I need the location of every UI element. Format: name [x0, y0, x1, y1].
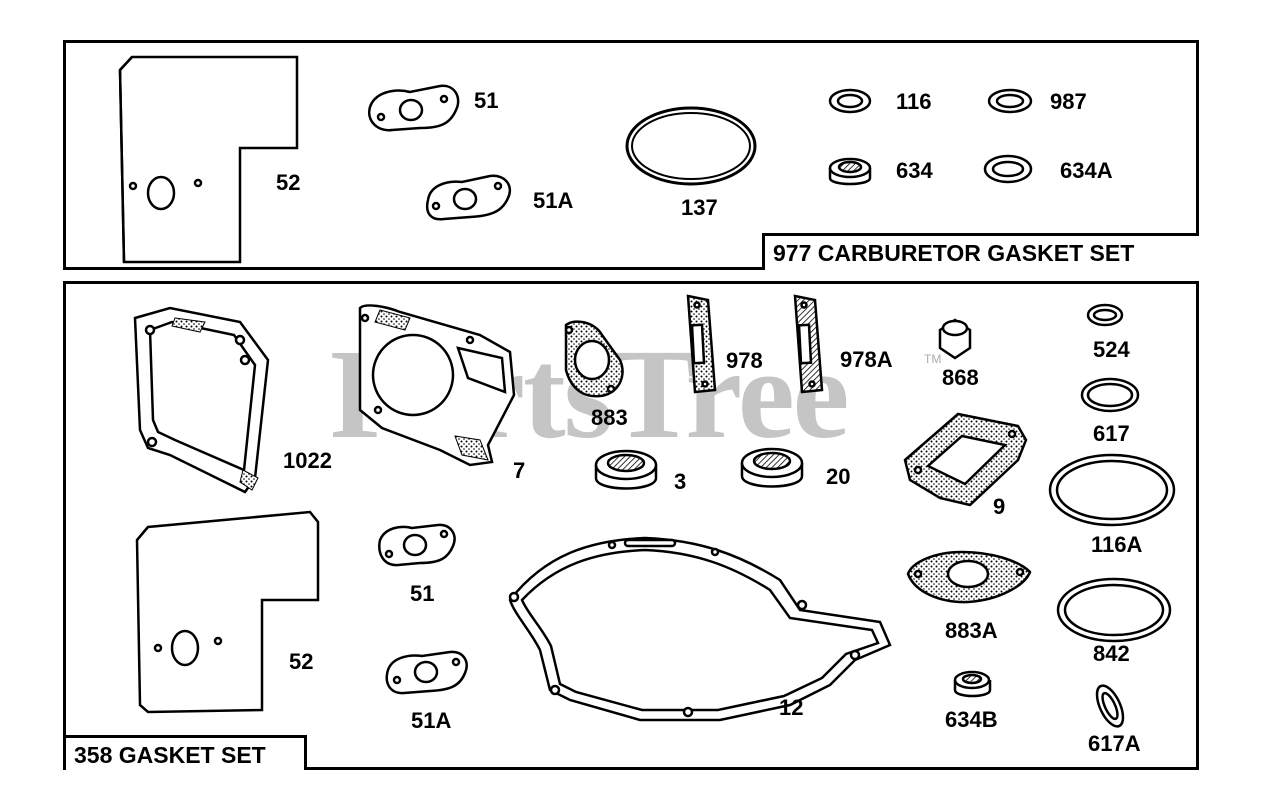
callout-51a: 51A	[533, 188, 574, 213]
callout-3: 3	[674, 469, 687, 494]
part-51a-gasket	[426, 174, 512, 221]
callout-842: 842	[1093, 641, 1130, 666]
part-51a-gasket-lower	[385, 650, 468, 695]
part-116a-oring	[1048, 453, 1176, 527]
callout-9: 9	[993, 494, 1006, 519]
part-116-washer	[828, 88, 872, 114]
part-617a-washer	[1095, 684, 1125, 728]
callout-978a: 978A	[840, 347, 893, 372]
kit-label-358: 358 GASKET SET	[63, 735, 307, 770]
callout-1022: 1022	[283, 448, 332, 473]
callout-137: 137	[681, 195, 718, 220]
gasket-set-panel	[63, 281, 1199, 770]
callout-617a: 617A	[1088, 731, 1141, 756]
part-883a-gasket	[906, 550, 1032, 604]
callout-51-lower: 51	[410, 581, 435, 606]
callout-634b: 634B	[945, 707, 998, 732]
part-634b-seal	[953, 670, 992, 698]
part-524-washer	[1086, 303, 1124, 327]
part-634-seal	[828, 157, 872, 186]
callout-883a: 883A	[945, 618, 998, 643]
callout-116a: 116A	[1091, 532, 1143, 557]
callout-524: 524	[1093, 337, 1130, 362]
callout-978: 978	[726, 348, 763, 373]
callout-20: 20	[826, 464, 851, 489]
part-7-head-gasket	[358, 304, 516, 467]
part-52-spacer-lower	[135, 510, 320, 714]
part-3-seal	[594, 449, 658, 490]
part-842-oring	[1056, 577, 1172, 643]
part-883-gasket	[564, 320, 624, 398]
part-20-seal	[740, 447, 804, 488]
callout-51: 51	[474, 88, 499, 113]
callout-51a-lower: 51A	[411, 708, 452, 733]
part-634a-washer	[983, 154, 1033, 184]
callout-868: 868	[942, 365, 979, 390]
part-51-gasket-lower	[378, 523, 456, 567]
part-9-gasket	[903, 412, 1028, 507]
part-1022-gasket	[133, 306, 270, 494]
callout-52-lower: 52	[289, 649, 314, 674]
part-987-washer	[987, 88, 1033, 114]
part-12-crankcase-gasket	[508, 536, 892, 722]
carburetor-gasket-panel	[63, 40, 1199, 270]
part-617-oring	[1080, 377, 1140, 413]
part-52-spacer	[118, 55, 299, 264]
callout-617: 617	[1093, 421, 1130, 446]
callout-883: 883	[591, 405, 628, 430]
callout-987: 987	[1050, 89, 1087, 114]
callout-634: 634	[896, 158, 933, 183]
callout-116: 116	[896, 89, 932, 114]
watermark-trademark: TM	[924, 352, 942, 366]
part-137-oring	[625, 106, 757, 186]
part-868-bushing	[938, 318, 972, 360]
callout-634a: 634A	[1060, 158, 1113, 183]
kit-label-977: 977 CARBURETOR GASKET SET	[762, 233, 1199, 270]
part-978a-gasket	[793, 294, 824, 394]
part-978-gasket	[686, 294, 717, 394]
callout-52: 52	[276, 170, 301, 195]
part-51-gasket	[367, 84, 460, 132]
callout-7: 7	[513, 458, 526, 483]
callout-12: 12	[779, 695, 804, 720]
